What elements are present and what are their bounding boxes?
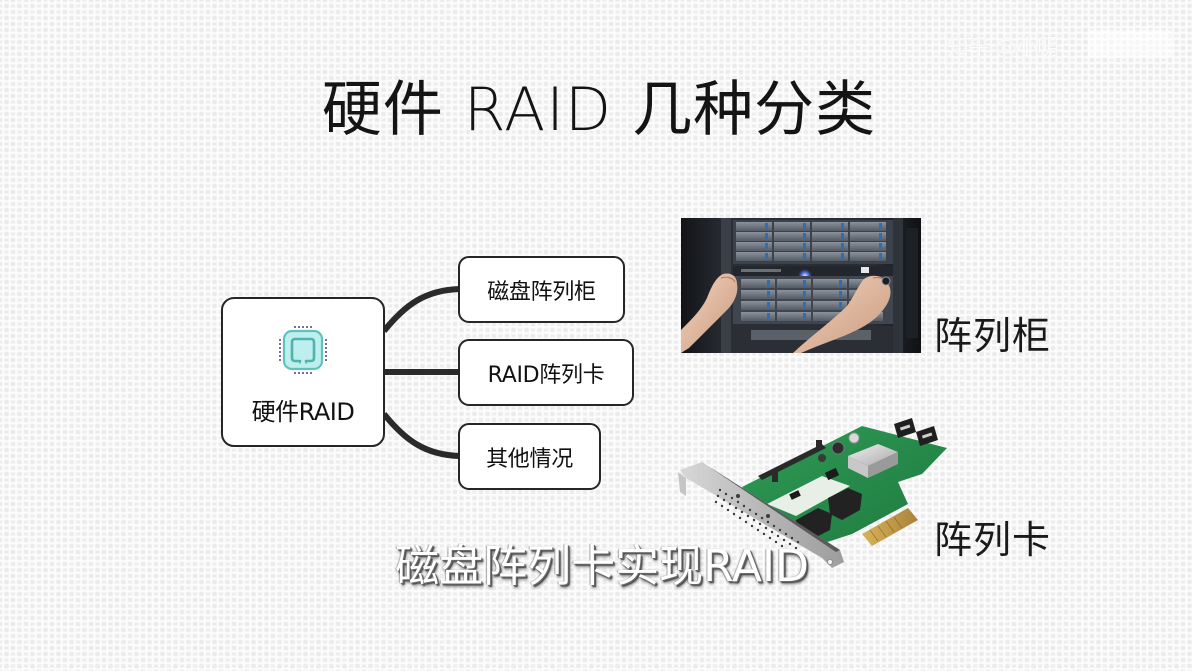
raid-card-illustration [678,418,947,568]
mindmap-branch-disk-array-cabinet[interactable]: 磁盘阵列柜 [458,256,625,323]
branch-label: RAID阵列卡 [487,362,605,388]
connector-to-branch-3 [381,412,461,459]
branch-label: 其他情况 [486,446,573,472]
raid-card-photo [672,412,957,572]
channel-logo [1088,30,1172,58]
page-title: 硬件 RAID 几种分类 [0,74,1192,146]
disk-array-cabinet-photo [681,218,921,353]
watermark-text: 知乎 @小明 [947,36,1059,61]
video-subtitle: 磁盘阵列卡实现RAID [0,541,1192,593]
branch-label: 磁盘阵列柜 [487,279,596,305]
server-rack-illustration [681,218,921,353]
mindmap-root-node[interactable]: 硬件RAID [221,297,385,447]
connector-to-branch-1 [381,286,461,333]
mindmap-branch-raid-card[interactable]: RAID阵列卡 [458,339,634,406]
raid-card-label: 阵列卡 [934,518,1052,562]
page-title-text: 硬件 RAID 几种分类 [321,75,877,145]
mindmap-root-label: 硬件RAID [251,397,355,426]
cpu-chip-icon [279,325,327,374]
disk-array-cabinet-label: 阵列柜 [934,314,1052,358]
mindmap-branch-other[interactable]: 其他情况 [458,423,601,490]
video-subtitle-text: 磁盘阵列卡实现RAID [395,541,809,592]
